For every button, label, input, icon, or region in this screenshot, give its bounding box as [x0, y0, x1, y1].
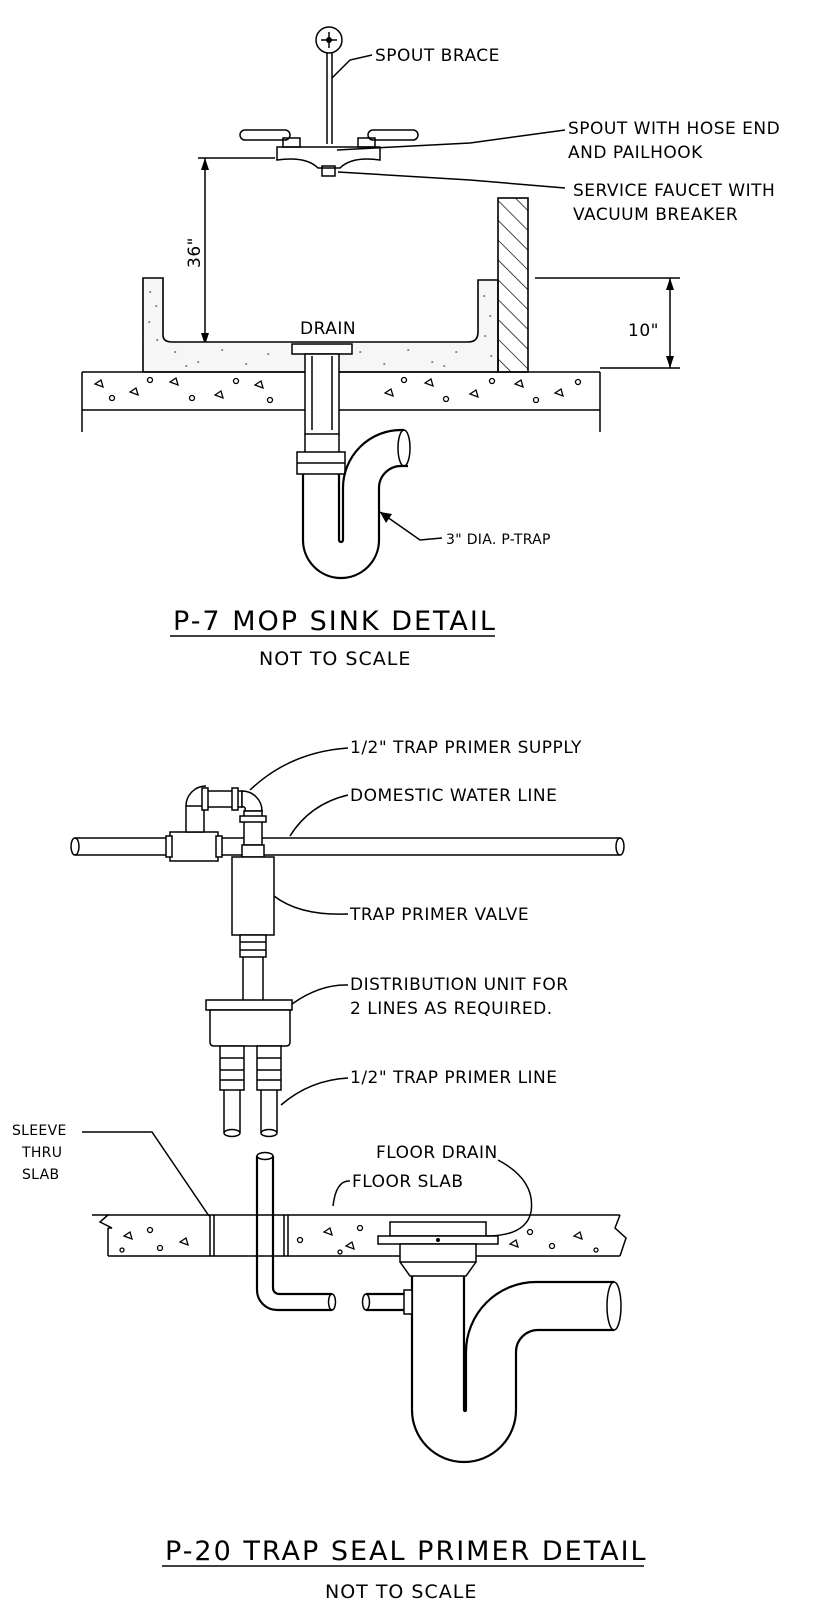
domestic-water-line — [70, 837, 625, 856]
valve-label: TRAP PRIMER VALVE — [349, 905, 529, 925]
mop-sink-p-trap — [296, 428, 411, 580]
mop-sink-title: P-7 MOP SINK DETAIL — [173, 606, 497, 637]
sleeve-label-line1: SLEEVE — [12, 1123, 67, 1139]
mop-sink-leaders — [331, 54, 566, 541]
distribution-label-line2: 2 LINES AS REQUIRED. — [350, 999, 553, 1019]
dimension-36: 36" — [185, 157, 275, 345]
mop-sink-detail: 36" 1 — [81, 26, 780, 670]
mop-sink-drain — [291, 343, 353, 435]
primer-line-route — [255, 1151, 413, 1315]
spout-brace-label: SPOUT BRACE — [375, 46, 500, 66]
floor-slab-label: FLOOR SLAB — [352, 1172, 464, 1192]
primer-line-label: 1/2" TRAP PRIMER LINE — [350, 1068, 558, 1088]
supply-label: 1/2" TRAP PRIMER SUPPLY — [350, 738, 582, 758]
distribution-unit — [205, 999, 293, 1138]
faucet-label-line1: SERVICE FAUCET WITH — [573, 181, 775, 201]
spout-brace — [315, 26, 343, 144]
sleeve-label-line2: THRU — [21, 1145, 62, 1161]
trap-primer-leaders — [82, 747, 533, 1237]
faucet-label-line2: VACUUM BREAKER — [573, 205, 738, 225]
drain-label: DRAIN — [300, 319, 356, 339]
mop-sink-subtitle: NOT TO SCALE — [259, 648, 411, 670]
mop-floor-slab: DRAIN — [81, 319, 601, 432]
distribution-label-line1: DISTRIBUTION UNIT FOR — [350, 975, 569, 995]
sleeve-label-line3: SLAB — [22, 1167, 59, 1183]
mop-sink-basin — [142, 277, 499, 373]
wall-section — [497, 197, 529, 373]
trap-primer-title: P-20 TRAP SEAL PRIMER DETAIL — [165, 1536, 648, 1567]
dim-36-label: 36" — [185, 237, 205, 268]
dimension-10: 10" — [535, 277, 680, 369]
dim-10-label: 10" — [628, 321, 659, 341]
spout-hose-label-line1: SPOUT WITH HOSE END — [568, 119, 780, 139]
trap-primer-detail: 1/2" TRAP PRIMER SUPPLY DOMESTIC WATER L… — [12, 738, 648, 1603]
domestic-water-label: DOMESTIC WATER LINE — [350, 786, 557, 806]
floor-drain — [377, 1221, 499, 1277]
trap-primer-subtitle: NOT TO SCALE — [325, 1581, 477, 1603]
primer-floor-slab — [92, 1214, 627, 1257]
floor-drain-p-trap — [410, 1276, 622, 1464]
floor-drain-label: FLOOR DRAIN — [376, 1143, 498, 1163]
spout-hose-label-line2: AND PAILHOOK — [568, 143, 703, 163]
trap-primer-valve — [231, 844, 275, 1000]
primer-supply-fittings — [165, 785, 267, 862]
p-trap-label: 3" DIA. P-TRAP — [446, 532, 551, 548]
service-faucet — [239, 129, 419, 177]
